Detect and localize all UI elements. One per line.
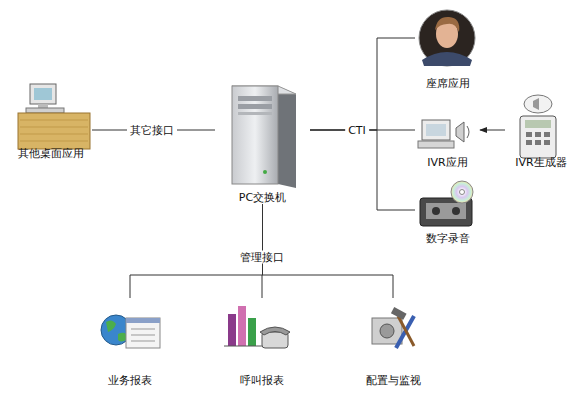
telephone-handset (260, 327, 290, 335)
tape-window (426, 203, 466, 219)
interface-label: 其它接口 (127, 124, 177, 137)
device-display (525, 120, 551, 128)
key (544, 140, 550, 145)
node-label: 数字录音 (426, 232, 470, 245)
node-label: IVR应用 (427, 156, 467, 169)
key (544, 132, 550, 137)
icon-node: IVR生成器 (505, 90, 577, 169)
icon-node: 数字录音 (415, 185, 480, 245)
ivr-generator-icon (520, 95, 556, 158)
icon-node: 呼叫报表 (222, 298, 302, 387)
connector-layer (92, 38, 505, 298)
interface-label: 管理接口 (237, 251, 287, 264)
monitor (30, 84, 56, 104)
connector-line (310, 38, 415, 130)
node-label: 座席应用 (426, 77, 470, 90)
recorder-icon (420, 181, 473, 226)
drive-bay (238, 112, 272, 115)
server-side (278, 86, 296, 188)
screen (34, 88, 52, 100)
connector-line (480, 130, 505, 131)
screwdriver (396, 316, 414, 348)
server-icon (232, 86, 296, 188)
continent (106, 320, 128, 341)
key (535, 140, 541, 145)
server-front (232, 86, 278, 184)
device-body (520, 116, 556, 158)
title-bar (126, 318, 160, 323)
node-label: 配置与监视 (366, 374, 421, 387)
wood-grain (20, 120, 88, 141)
base-unit (418, 141, 454, 148)
monitor (422, 120, 450, 140)
node-label: 呼叫报表 (240, 374, 284, 387)
speaker (456, 122, 464, 142)
icon-node: 其他桌面应用 (10, 78, 92, 160)
key (526, 132, 532, 137)
drive-bay (238, 96, 272, 101)
desk (18, 113, 90, 149)
connector-line (310, 130, 415, 210)
screen (426, 124, 446, 136)
key (526, 140, 532, 145)
chart-axis (224, 346, 264, 347)
bar (248, 318, 256, 346)
panel (372, 318, 402, 344)
shoulders (422, 52, 472, 66)
icon-node: 业务报表 (90, 298, 170, 387)
agent-photo (419, 10, 475, 66)
report-rows (131, 329, 155, 341)
power-led (263, 170, 267, 174)
monitor-stand (38, 104, 48, 108)
node-label: 业务报表 (108, 374, 152, 387)
ivr-app-icon (418, 120, 469, 148)
speaker-symbol (533, 98, 539, 110)
node-label: IVR生成器 (515, 156, 566, 169)
desk-icon (18, 84, 90, 149)
disc-hole (460, 190, 465, 195)
icon-node: IVR应用 (415, 108, 480, 169)
bar (238, 306, 246, 346)
photo-frame (419, 10, 475, 66)
node-label: PC交换机 (239, 191, 286, 204)
drive-bay (238, 104, 272, 109)
bar (228, 314, 236, 346)
node-label: 其他桌面应用 (18, 147, 84, 160)
icon-node: 座席应用 (415, 8, 480, 90)
hair (435, 17, 459, 32)
keyboard (26, 108, 64, 113)
hammer-head (391, 307, 407, 320)
gear (380, 324, 394, 338)
config-monitor-icon (372, 307, 414, 348)
icon-node: 配置与监视 (353, 298, 433, 387)
business-report-icon (101, 315, 160, 348)
key (535, 132, 541, 137)
reel (452, 207, 460, 215)
compact-disc (451, 181, 473, 203)
reel (432, 207, 440, 215)
report-window (126, 318, 160, 348)
speech-bubble (524, 95, 552, 113)
call-report-icon (224, 306, 290, 348)
interface-label: CTI (345, 124, 369, 137)
icon-node: PC交换机 (215, 80, 310, 204)
sound-wave (467, 126, 469, 138)
hammer-handle (398, 316, 414, 346)
